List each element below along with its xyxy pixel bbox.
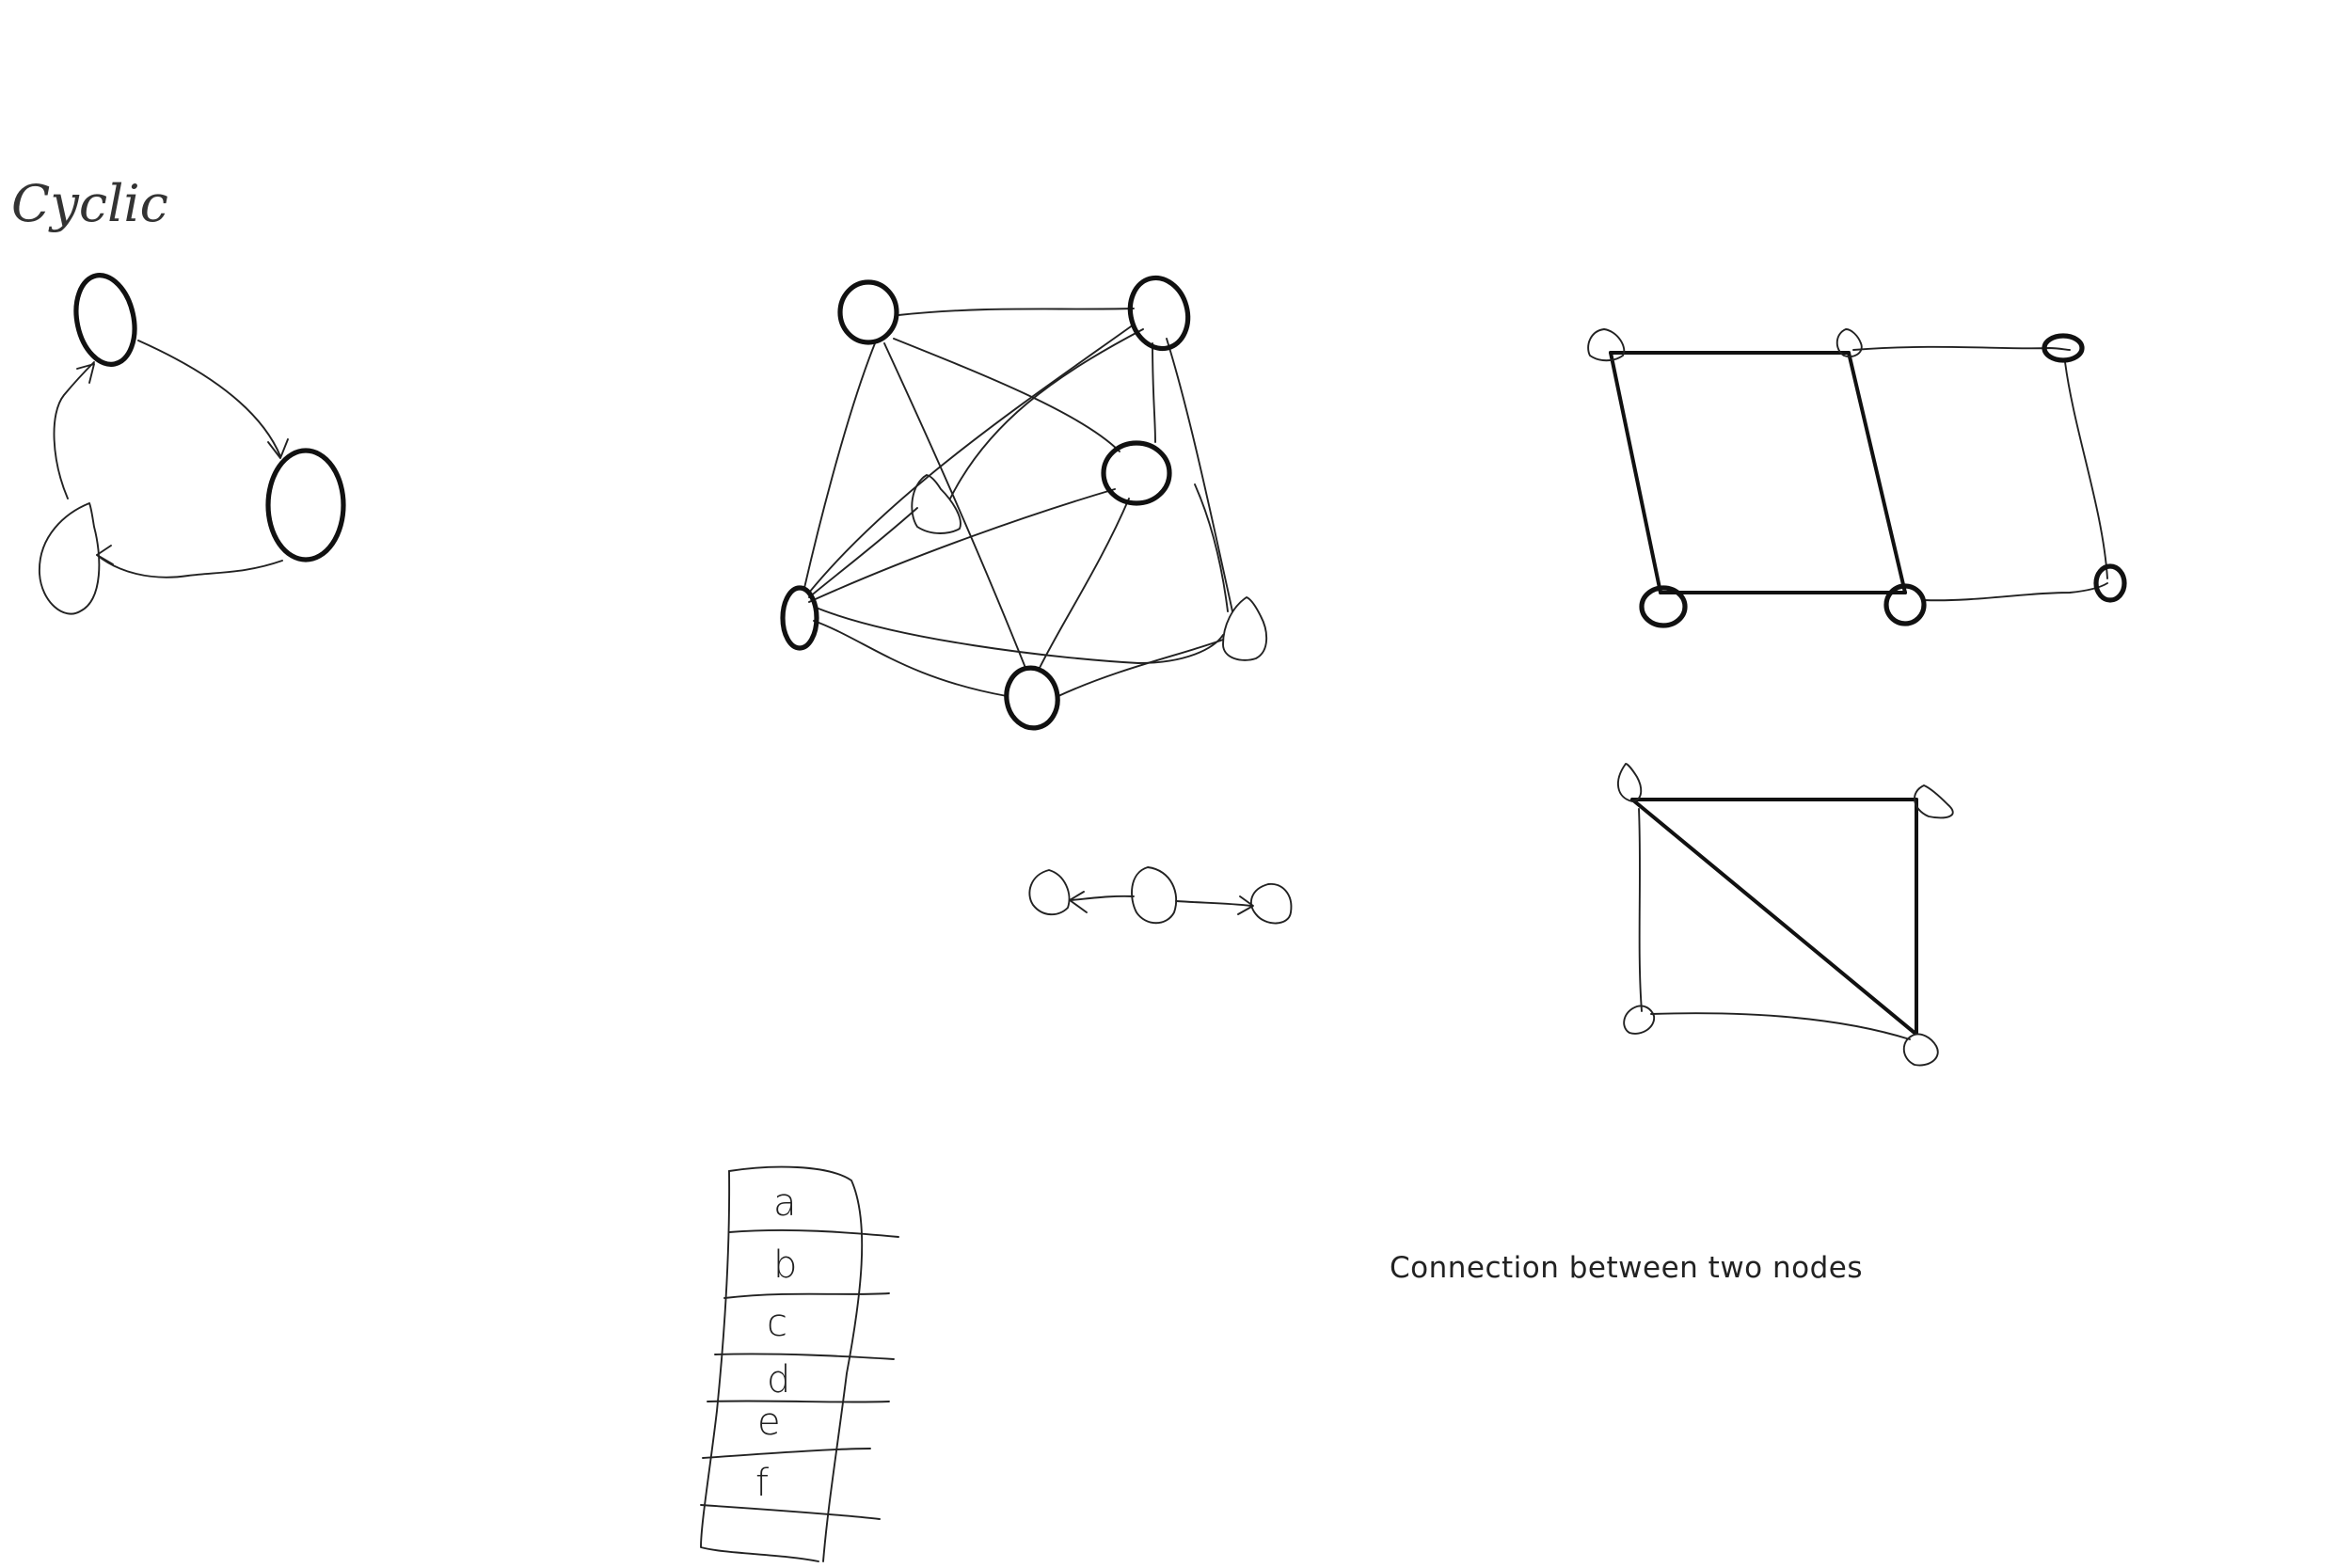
cyclic-arrowhead-bottom <box>96 545 114 565</box>
square-edge-middle <box>1847 351 1907 594</box>
stack-item-d: d <box>767 1358 790 1402</box>
cyclic-node-bottom <box>39 502 101 615</box>
square-node-bottom-left <box>1639 585 1688 628</box>
edge-b-c <box>1152 342 1156 443</box>
edge-a-b <box>898 308 1135 316</box>
tri-node-bottom-right <box>1902 1033 1939 1067</box>
square-node-bottom-middle <box>1883 583 1927 626</box>
stack-left-border <box>700 1170 819 1562</box>
stack-right-border <box>728 1165 864 1562</box>
cyclic-node-top <box>73 273 137 367</box>
cyclic-edge-bottom-top <box>53 361 95 499</box>
cyclic-arrowhead-top <box>76 363 95 384</box>
stack-item-f: f <box>755 1462 769 1505</box>
square-edge-top-right <box>1852 345 2071 351</box>
tri-edge-left <box>1638 808 1643 1012</box>
stack-item-c: c <box>767 1302 787 1345</box>
cyclic-arrowhead-right <box>267 438 289 459</box>
chain-arrowhead-right <box>1237 895 1254 915</box>
graph-node-b <box>1127 275 1191 352</box>
stack-list: a b c d e f <box>700 1165 899 1562</box>
edge-b-g <box>1166 338 1233 612</box>
cyclic-title: Cyclic <box>11 174 168 233</box>
chain-node-left <box>1028 869 1071 916</box>
edge-a-c <box>893 338 1120 452</box>
graph-node-a <box>837 279 899 345</box>
chain-node-right <box>1250 882 1293 925</box>
edge-e-g <box>813 606 1224 664</box>
tri-edge-bottom <box>1650 1012 1911 1040</box>
stack-row-divider-4 <box>707 1400 890 1403</box>
graph-node-e <box>780 585 819 651</box>
tri-edge-diagonal <box>1630 798 1916 1035</box>
square-node-top-middle <box>1836 328 1863 358</box>
cyclic-edge-right-bottom <box>96 554 283 578</box>
edge-c-g <box>1194 483 1229 612</box>
graph-node-g <box>1222 596 1268 661</box>
double-square-graph <box>1587 328 2127 628</box>
stack-row-divider-1 <box>728 1228 899 1238</box>
caption-text: Connection between two nodes <box>1390 1251 1863 1285</box>
square-node-top-left <box>1587 328 1626 362</box>
stack-row-divider-5 <box>702 1448 871 1459</box>
edge-c-e <box>808 488 1116 603</box>
tri-node-top-right <box>1914 784 1954 819</box>
edge-a-e <box>803 342 876 589</box>
graph-node-d <box>911 474 961 534</box>
stack-row-divider-2 <box>723 1292 890 1299</box>
graph-node-f <box>1004 665 1060 731</box>
square-edge-bottom-right <box>1923 582 2108 602</box>
edge-b-e <box>808 324 1135 594</box>
chain-edge-right <box>1175 900 1252 907</box>
square-node-bottom-right <box>2093 563 2127 603</box>
stack-item-b: b <box>773 1243 797 1287</box>
cyclic-diagram: Cyclic <box>11 174 346 615</box>
chain-node-middle <box>1131 866 1178 925</box>
tri-node-bottom-left <box>1623 1005 1655 1035</box>
edge-d-e <box>808 507 918 598</box>
cyclic-edge-top-right <box>137 340 281 457</box>
chain-arrowhead-left <box>1069 891 1088 913</box>
square-node-top-right <box>2042 333 2085 363</box>
cyclic-node-right <box>265 448 346 562</box>
triangle-square-graph <box>1617 763 1954 1067</box>
stack-item-e: e <box>757 1401 781 1444</box>
edge-b-d <box>949 328 1144 499</box>
chain-edge-left <box>1070 895 1135 901</box>
edge-f-g <box>1057 639 1224 697</box>
stack-row-divider-6 <box>700 1504 881 1520</box>
complex-graph <box>780 275 1268 731</box>
stack-item-a: a <box>773 1181 797 1225</box>
tri-node-top-left <box>1617 763 1643 802</box>
edge-e-f <box>813 620 1008 697</box>
stack-row-divider-3 <box>714 1353 895 1360</box>
linear-chain <box>1028 866 1293 925</box>
edge-c-f <box>1039 498 1130 669</box>
graph-node-c <box>1101 440 1172 506</box>
square-edge-right <box>2064 361 2108 579</box>
edge-a-f <box>883 342 1026 669</box>
square-edge-left <box>1609 351 1662 594</box>
